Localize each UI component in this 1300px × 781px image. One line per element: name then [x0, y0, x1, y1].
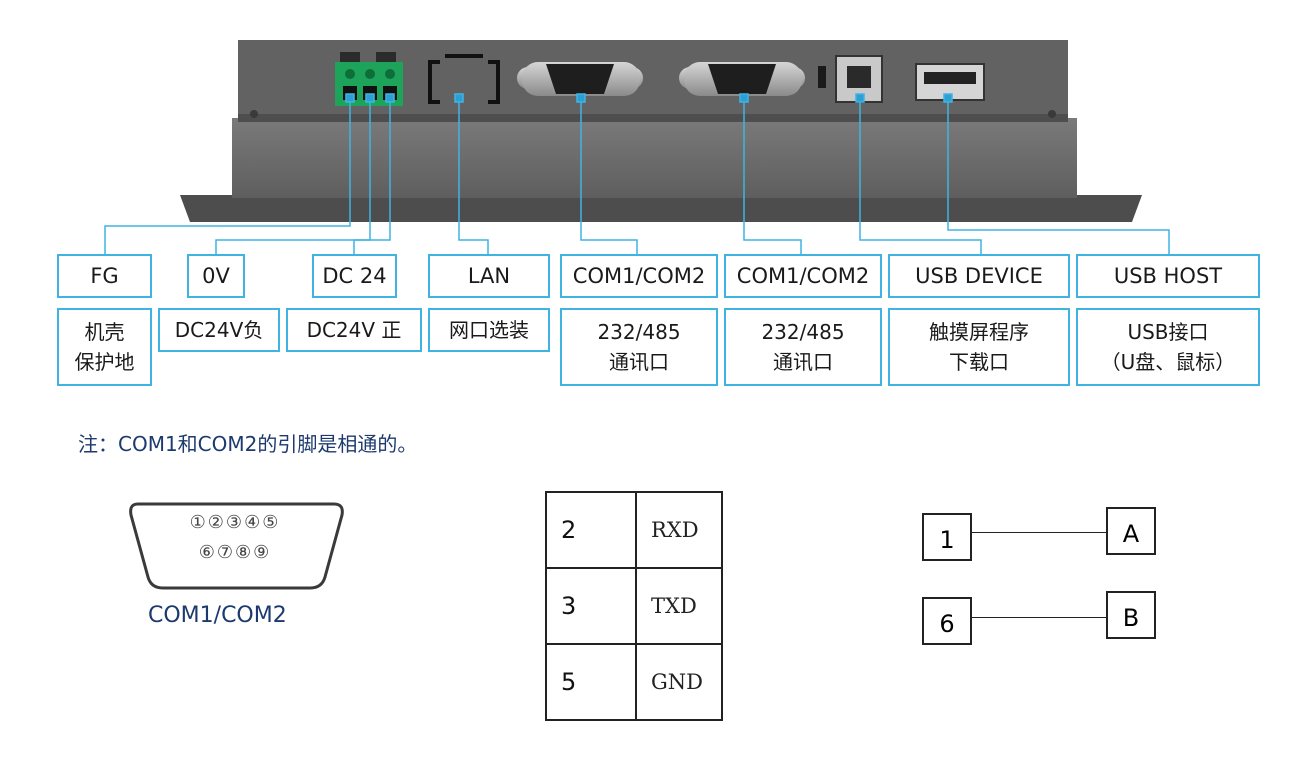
db9-caption: COM1/COM2 — [148, 603, 287, 628]
port-name-dc24: DC 24 — [312, 254, 397, 298]
wire-to-box-a: A — [1106, 507, 1156, 555]
port-desc-com2: 232/485 通讯口 — [724, 308, 882, 386]
pin-signal: GND — [635, 643, 723, 721]
pin-number: 2 — [545, 491, 637, 569]
port-name-usb-device: USB DEVICE — [888, 254, 1070, 298]
pin-signal-table: 2 RXD 3 TXD 5 GND — [545, 491, 723, 721]
db9-pinout: ①②③④⑤ ⑥⑦⑧⑨ — [125, 492, 345, 592]
db9-pins-row1: ①②③④⑤ — [189, 512, 281, 533]
wire-line-2 — [972, 617, 1106, 618]
pin-number: 5 — [545, 643, 637, 721]
table-row: 3 TXD — [545, 567, 723, 645]
wire-to-box-b: B — [1106, 591, 1156, 639]
port-name-0v: 0V — [187, 254, 245, 298]
com-note: 注：COM1和COM2的引脚是相通的。 — [78, 432, 418, 456]
port-desc-lan: 网口选装 — [428, 308, 550, 352]
housing-body — [232, 118, 1077, 198]
pin-signal: RXD — [635, 491, 723, 569]
db9-pins-row2: ⑥⑦⑧⑨ — [198, 542, 272, 563]
port-desc-usb-host: USB接口 （U盘、鼠标） — [1076, 308, 1260, 386]
db9-connector-1 — [517, 62, 643, 96]
port-desc-fg: 机壳 保护地 — [57, 308, 152, 386]
db9-connector-2 — [679, 62, 805, 96]
db9-shape — [129, 502, 344, 590]
lan-port-outline — [428, 54, 500, 104]
pin-signal: TXD — [635, 567, 723, 645]
port-desc-usb-device: 触摸屏程序 下载口 — [888, 308, 1070, 386]
port-name-com2: COM1/COM2 — [724, 254, 882, 298]
housing-flange — [180, 195, 1142, 222]
table-row: 5 GND — [545, 643, 723, 721]
port-desc-dc24: DC24V 正 — [286, 308, 422, 352]
wire-from-box-6: 6 — [922, 597, 972, 645]
pin-number: 3 — [545, 567, 637, 645]
port-name-fg: FG — [57, 254, 152, 298]
port-name-lan: LAN — [428, 254, 550, 298]
wire-line-1 — [972, 532, 1106, 533]
table-row: 2 RXD — [545, 491, 723, 569]
port-name-com1: COM1/COM2 — [560, 254, 718, 298]
port-name-usb-host: USB HOST — [1076, 254, 1260, 298]
wire-from-box-1: 1 — [922, 513, 972, 561]
port-desc-com1: 232/485 通讯口 — [560, 308, 718, 386]
port-desc-0v: DC24V负 — [158, 308, 280, 352]
